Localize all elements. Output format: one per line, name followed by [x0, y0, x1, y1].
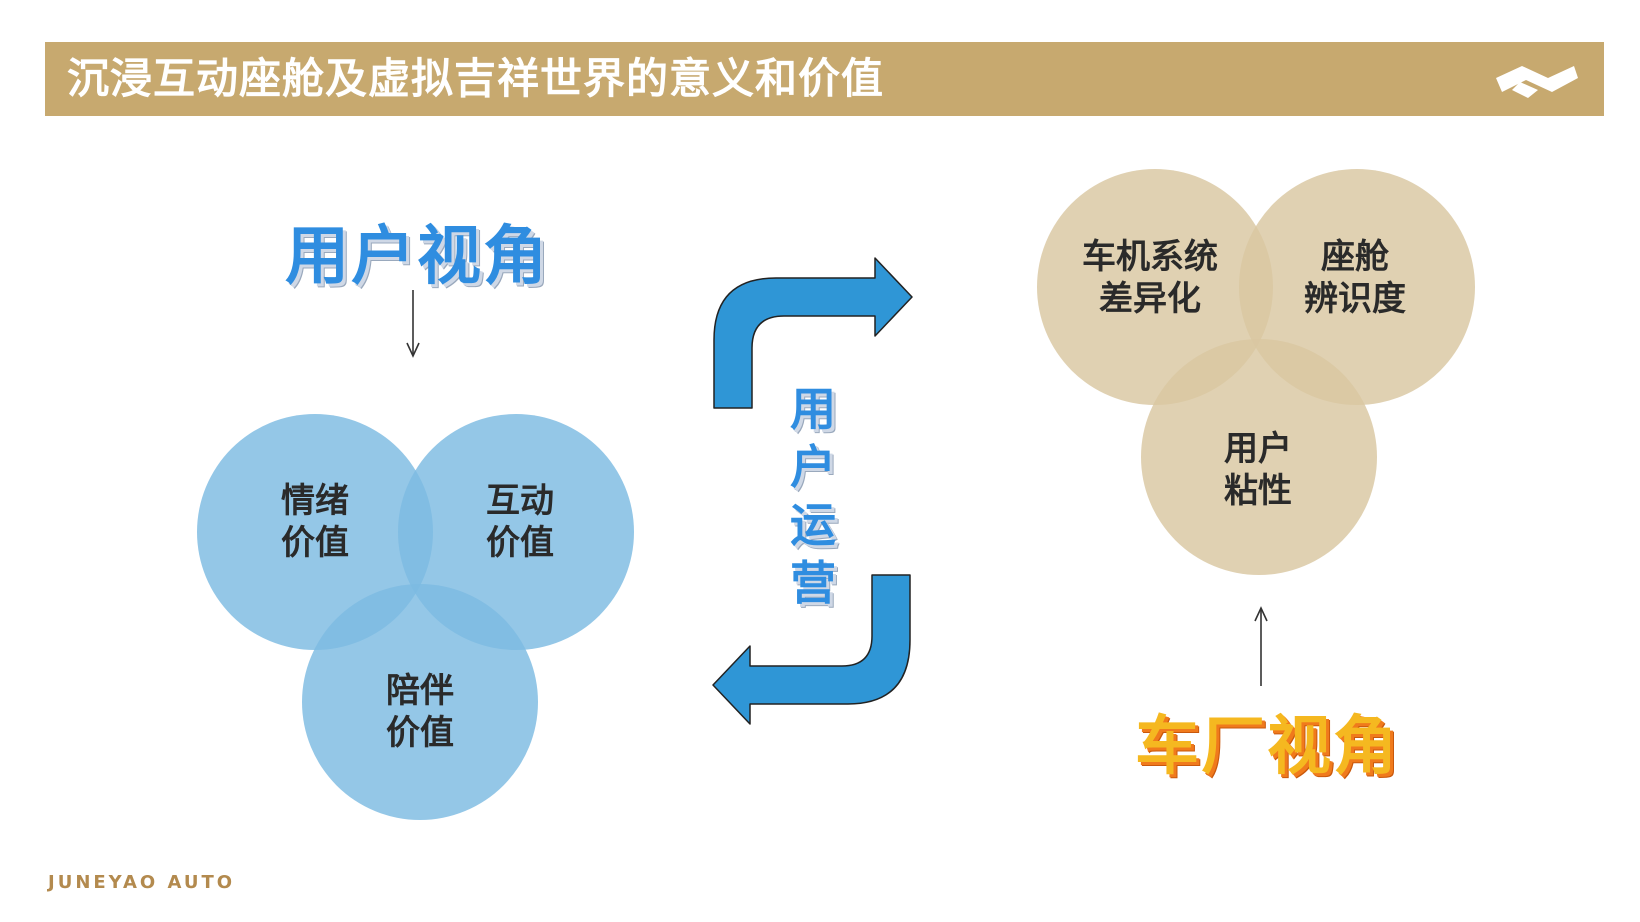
page-title: 沉浸互动座舱及虚拟吉祥世界的意义和价值 — [67, 54, 885, 103]
factory-view-heading: 车厂视角 — [1135, 710, 1399, 784]
factory-circle-label-recognition: 座舱辨识度 — [1304, 237, 1406, 319]
user-operation-label: 用 户 运 营 — [790, 382, 836, 610]
factory-circle-label-differentiation: 车机系统差异化 — [1082, 237, 1218, 319]
factory-circle-differentiation — [1037, 169, 1273, 405]
factory-circle-stickiness — [1141, 339, 1377, 575]
arrow-up-icon — [1254, 606, 1268, 686]
user-view-heading: 用户视角 — [285, 220, 549, 294]
title-bar: 沉浸互动座舱及虚拟吉祥世界的意义和价值 — [45, 42, 1604, 116]
user-circle-label-emotion: 情绪价值 — [281, 481, 349, 563]
curved-arrow-right-icon — [713, 257, 913, 409]
user-circle-companion — [302, 584, 538, 820]
user-circle-label-interaction: 互动价值 — [486, 481, 554, 563]
arrow-down-icon — [406, 290, 420, 358]
juneyao-wave-logo-icon — [1496, 66, 1578, 98]
factory-circle-label-stickiness: 用户粘性 — [1224, 429, 1292, 511]
footer-brand-logo: JUNEYAO AUTO — [48, 872, 236, 893]
curved-arrow-left-icon — [712, 574, 911, 725]
user-circle-emotion — [197, 414, 433, 650]
user-circle-label-companion: 陪伴价值 — [386, 671, 454, 753]
